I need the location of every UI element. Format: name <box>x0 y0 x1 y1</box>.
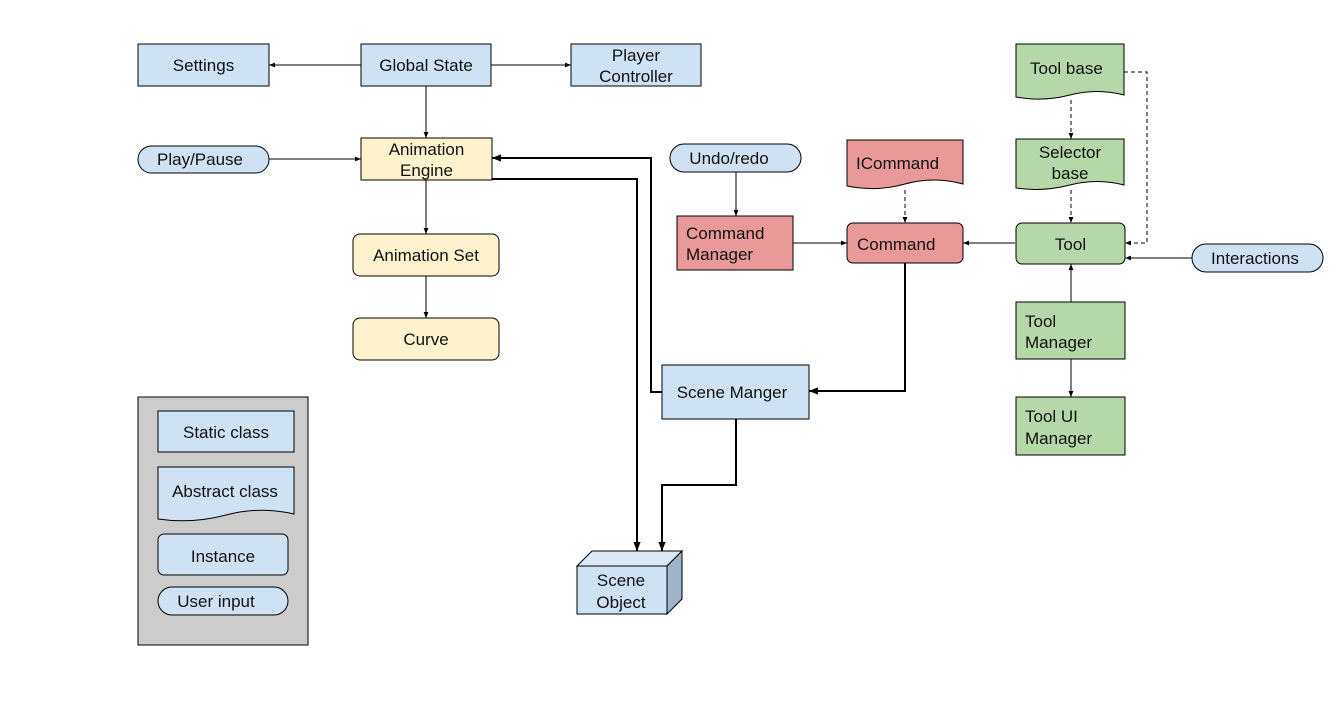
node-player-controller: Player Controller <box>570 43 702 87</box>
node-tool-label: Tool <box>1055 235 1086 254</box>
edges <box>269 62 1192 551</box>
node-tool: Tool <box>1015 222 1126 265</box>
node-tool-ui-manager-line1: Tool UI <box>1025 407 1078 426</box>
node-interactions-label: Interactions <box>1211 249 1299 268</box>
legend-abstract-class-label: Abstract class <box>172 482 278 501</box>
node-tool-ui-manager: Tool UI Manager <box>1015 396 1126 456</box>
node-command-label: Command <box>857 235 935 254</box>
node-icommand-label: ICommand <box>856 154 939 173</box>
node-global-state: Global State <box>360 43 492 87</box>
legend-instance-label: Instance <box>191 547 255 566</box>
legend-abstract-class: Abstract class <box>157 466 295 522</box>
node-animation-engine: Animation Engine <box>360 137 493 181</box>
node-icommand: ICommand <box>846 139 964 190</box>
edge-toolbase-to-tool <box>1124 71 1148 246</box>
node-command-manager-line2: Manager <box>686 245 753 264</box>
node-tool-base: Tool base <box>1015 43 1125 100</box>
node-tool-manager: Tool Manager <box>1015 301 1126 360</box>
node-animation-set: Animation Set <box>352 233 500 277</box>
node-scene-object: Scene Object <box>575 549 684 616</box>
edge-scenemanager-to-sceneobject <box>658 419 737 551</box>
legend: Static class Abstract class Instance Use… <box>137 396 309 646</box>
node-animation-set-label: Animation Set <box>373 246 479 265</box>
node-animation-engine-line1: Animation <box>389 140 465 159</box>
node-global-state-label: Global State <box>379 56 473 75</box>
node-scene-manager: Scene Manger <box>661 364 810 420</box>
legend-user-input: User input <box>157 586 289 616</box>
node-animation-engine-line2: Engine <box>400 161 453 180</box>
edge-command-to-scenemanager <box>809 263 906 395</box>
node-play-pause-label: Play/Pause <box>157 150 243 169</box>
node-scene-object-line1: Scene <box>597 571 645 590</box>
node-settings: Settings <box>137 43 270 87</box>
node-command: Command <box>846 222 964 264</box>
node-undo-redo: Undo/redo <box>669 143 802 173</box>
node-command-manager-line1: Command <box>686 224 764 243</box>
node-scene-object-line2: Object <box>596 593 645 612</box>
node-curve-label: Curve <box>403 330 448 349</box>
legend-static-class: Static class <box>157 410 295 453</box>
node-play-pause: Play/Pause <box>137 145 270 174</box>
node-scene-manager-label: Scene Manger <box>677 383 788 402</box>
node-curve: Curve <box>352 317 500 361</box>
node-interactions: Interactions <box>1191 243 1324 273</box>
edge-scenemanager-to-engine <box>492 154 662 393</box>
node-selector-base-line2: base <box>1052 164 1089 183</box>
nodes: Settings Global State Player Controller … <box>137 43 1324 616</box>
legend-static-class-label: Static class <box>183 423 269 442</box>
node-tool-manager-line1: Tool <box>1025 312 1056 331</box>
legend-instance: Instance <box>157 533 289 576</box>
legend-user-input-label: User input <box>177 592 255 611</box>
node-settings-label: Settings <box>173 56 234 75</box>
node-player-controller-line2: Controller <box>599 67 673 86</box>
node-undo-redo-label: Undo/redo <box>689 149 768 168</box>
node-tool-manager-line2: Manager <box>1025 333 1092 352</box>
node-tool-ui-manager-line2: Manager <box>1025 429 1092 448</box>
node-tool-base-label: Tool base <box>1030 59 1103 78</box>
node-selector-base-line1: Selector <box>1039 143 1102 162</box>
edge-engine-to-sceneobject <box>492 178 641 551</box>
node-selector-base: Selector base <box>1015 138 1125 190</box>
node-command-manager: Command Manager <box>676 215 794 271</box>
node-player-controller-line1: Player <box>612 46 661 65</box>
